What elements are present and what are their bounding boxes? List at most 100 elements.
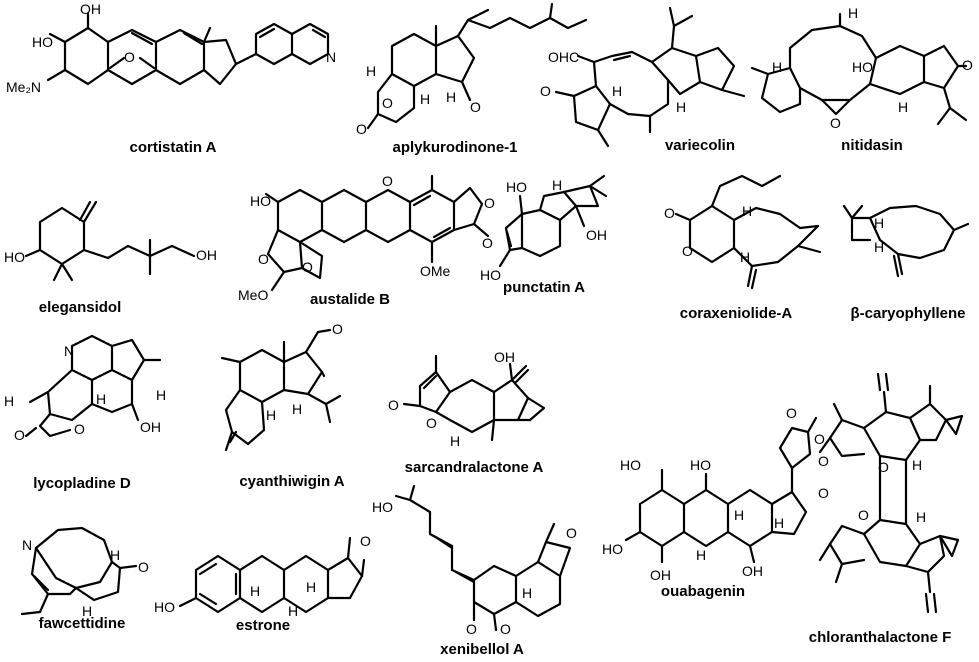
atom-label: H [552, 177, 562, 193]
atom-label: O [466, 621, 477, 637]
atom-label: O [332, 321, 343, 337]
atom-label: H [306, 579, 316, 595]
atom-label: H [912, 457, 922, 473]
atom-label: H [916, 509, 926, 525]
molecule-name: estrone [236, 617, 290, 634]
atom-label: HO [480, 267, 501, 283]
atom-label: O [962, 57, 973, 73]
skeleton-punctatin-a [498, 174, 608, 268]
molecule-name: cortistatin A [130, 139, 217, 156]
atom-label: OH [494, 349, 515, 365]
atom-label: H [848, 5, 858, 21]
molecule-name: nitidasin [841, 137, 903, 154]
skeleton-estrone [178, 536, 366, 614]
atom-label: Me₂N [6, 79, 41, 95]
molecule-nitidasin: H H HO O H O nitidasin [750, 5, 973, 154]
atom-label: H [874, 215, 884, 231]
molecule-name: sarcandralactone A [405, 459, 544, 476]
atom-label: H [82, 603, 92, 619]
atom-label: O [818, 453, 829, 469]
atom-label: OH [196, 247, 217, 263]
atom-label: H [696, 547, 706, 563]
molecule-name: variecolin [665, 137, 735, 154]
atom-label: O [356, 121, 367, 137]
skeleton-xenibellol-a [394, 484, 572, 632]
skeleton-coraxeniolide-a [674, 174, 822, 290]
molecule-name: lycopladine D [33, 475, 131, 492]
skeleton-elegansidol [24, 200, 196, 282]
molecule-variecolin: OHC O H H variecolin [540, 6, 746, 154]
skeleton-fawcettidine [20, 526, 138, 616]
atom-label: O [138, 559, 149, 575]
atom-label: O [74, 421, 85, 437]
atom-label: O [540, 83, 551, 99]
molecule-punctatin-a: HO H OH HO punctatin A [480, 174, 608, 296]
atom-label: HO [690, 457, 711, 473]
molecule-sarcandralactone-a: OH O O H sarcandralactone A [388, 349, 546, 476]
atom-label: H [450, 433, 460, 449]
atom-label: HO [4, 249, 25, 265]
atom-label: O [664, 205, 675, 221]
atom-label: H [110, 547, 120, 563]
molecule-name: xenibellol A [440, 641, 524, 658]
atom-label: H [250, 583, 260, 599]
skeleton-cortistatin-a [46, 12, 330, 86]
atom-label: H [420, 91, 430, 107]
atom-label: O [830, 115, 841, 131]
skeleton-sarcandralactone-a [402, 354, 546, 442]
atom-label: HO [32, 34, 53, 50]
molecule-name: β-caryophyllene [850, 305, 965, 322]
atom-label: O [482, 235, 493, 251]
atom-label: O [858, 507, 869, 523]
molecule-name: coraxeniolide-A [680, 305, 793, 322]
atom-label: H [774, 515, 784, 531]
atom-label: O [786, 405, 797, 421]
atom-label: H [96, 391, 106, 407]
atom-label: O [818, 485, 829, 501]
molecule-name: elegansidol [39, 299, 122, 316]
molecule-chloranthalactone-f: O O O O H H chloranthalactone F [809, 372, 964, 646]
skeleton-nitidasin [750, 12, 968, 126]
atom-label: HO [620, 457, 641, 473]
atom-label: OHC [548, 49, 579, 65]
atom-label: O [426, 415, 437, 431]
atom-label: H [742, 203, 752, 219]
molecule-name: ouabagenin [661, 583, 745, 600]
atom-label: O [14, 427, 25, 443]
atom-label: H [522, 585, 532, 601]
atom-label: O [566, 525, 577, 541]
atom-label: H [676, 99, 686, 115]
atom-label: MeO [238, 287, 268, 303]
skeleton-cyanthiwigin-a [220, 328, 342, 452]
atom-label: HO [250, 193, 271, 209]
atom-label: O [388, 397, 399, 413]
atom-label: O [360, 533, 371, 549]
molecule-xenibellol-a: HO O H O O xenibellol A [372, 484, 577, 658]
molecule-name: aplykurodinone-1 [392, 139, 517, 156]
molecule-name: cyanthiwigin A [239, 473, 344, 490]
atom-label: O [484, 195, 495, 211]
atom-label: HO [372, 499, 393, 515]
molecule-elegansidol: HO OH elegansidol [4, 200, 217, 316]
atom-label: OH [80, 1, 101, 17]
atom-label: OH [650, 567, 671, 583]
skeleton-chloranthalactone-f [818, 372, 964, 614]
molecule-austalide-b: HO O O O O O MeO OMe austalide B [238, 173, 495, 308]
molecule-coraxeniolide-a: O O H H coraxeniolide-A [664, 174, 822, 322]
atom-label: H [156, 387, 166, 403]
atom-label: H [446, 89, 456, 105]
atom-label: H [612, 83, 622, 99]
skeleton-variecolin [554, 6, 746, 148]
atom-label: H [740, 249, 750, 265]
atom-label: N [22, 537, 32, 553]
atom-label: H [898, 99, 908, 115]
molecule-cortistatin-a: HO OH Me₂N O N cortistatin A [6, 1, 336, 156]
molecule-aplykurodinone-1: H O O H H O aplykurodinone-1 [356, 2, 588, 156]
atom-label: H [292, 401, 302, 417]
atom-label: HO [602, 541, 623, 557]
molecule-cyanthiwigin-a: O H H cyanthiwigin A [220, 321, 345, 490]
molecule-ouabagenin: O O HO HO H H HO OH OH H ouabagenin [602, 405, 825, 600]
molecule-estrone: O H H H HO estrone [154, 533, 371, 634]
atom-label: H [366, 63, 376, 79]
